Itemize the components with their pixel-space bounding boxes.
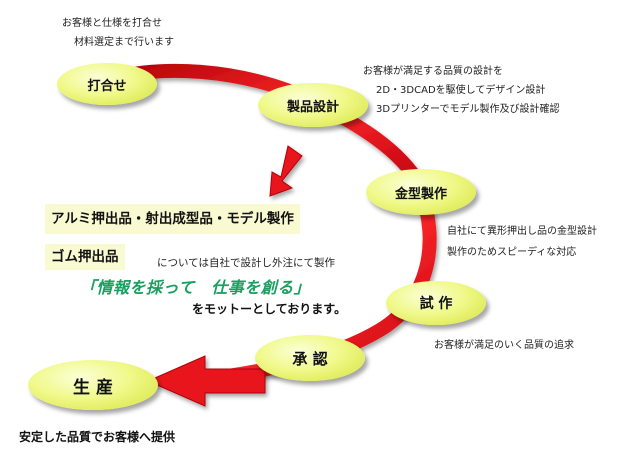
stage-production-label: 生 産 xyxy=(73,377,113,398)
motto-suffix: をモットーとしております。 xyxy=(192,302,347,316)
note-design-line: 2D・3DCADを駆使してデザイン設計 xyxy=(376,85,546,96)
note-design: お客様が満足する品質の設計を 2D・3DCADを駆使してデザイン設計 3Dプリン… xyxy=(363,62,559,119)
note-meeting-line: 材料選定まで行います xyxy=(74,37,174,48)
products-banner-2: ゴム押出品 xyxy=(45,244,125,270)
stage-meeting-label: 打合せ xyxy=(87,78,127,94)
stage-meeting: 打合せ xyxy=(57,63,157,105)
note-trial: お客様が満足のいく品質の追求 xyxy=(434,336,574,355)
note-mold-line: 自社にて異形押出し品の金型設計 xyxy=(447,226,597,237)
flow-arrow-to-center xyxy=(269,145,303,197)
note-mold: 自社にて異形押出し品の金型設計 製作のためスピーディな対応 xyxy=(447,221,597,263)
products-banner-1: アルミ押出品・射出成型品・モデル製作 xyxy=(45,204,300,234)
stage-design: 製品設計 xyxy=(258,83,368,127)
motto: 「情報を採って 仕事を創る」 xyxy=(80,278,311,297)
stage-mold: 金型製作 xyxy=(366,169,476,215)
stage-design-label: 製品設計 xyxy=(286,99,339,115)
note-meeting: お客様と仕様を打合せ 材料選定まで行います xyxy=(62,14,174,52)
stage-approval: 承 認 xyxy=(255,335,365,381)
footer-text: 安定した品質でお客様へ提供 xyxy=(19,430,176,444)
stage-trial: 試 作 xyxy=(386,281,486,325)
note-design-line: 3Dプリンターでモデル製作及び設計確認 xyxy=(376,104,560,115)
products-note: については自社で設計し外注にて製作 xyxy=(157,257,335,269)
stage-mold-label: 金型製作 xyxy=(394,186,447,202)
stage-trial-label: 試 作 xyxy=(419,296,453,312)
stage-production: 生 産 xyxy=(28,360,158,410)
stage-approval-label: 承 認 xyxy=(292,349,328,368)
note-trial-line: お客様が満足のいく品質の追求 xyxy=(434,340,574,351)
flow-arrow-to-production xyxy=(146,355,266,407)
note-meeting-line: お客様と仕様を打合せ xyxy=(62,18,162,29)
note-mold-line: 製作のためスピーディな対応 xyxy=(447,247,577,258)
note-design-line: お客様が満足する品質の設計を xyxy=(363,66,503,77)
